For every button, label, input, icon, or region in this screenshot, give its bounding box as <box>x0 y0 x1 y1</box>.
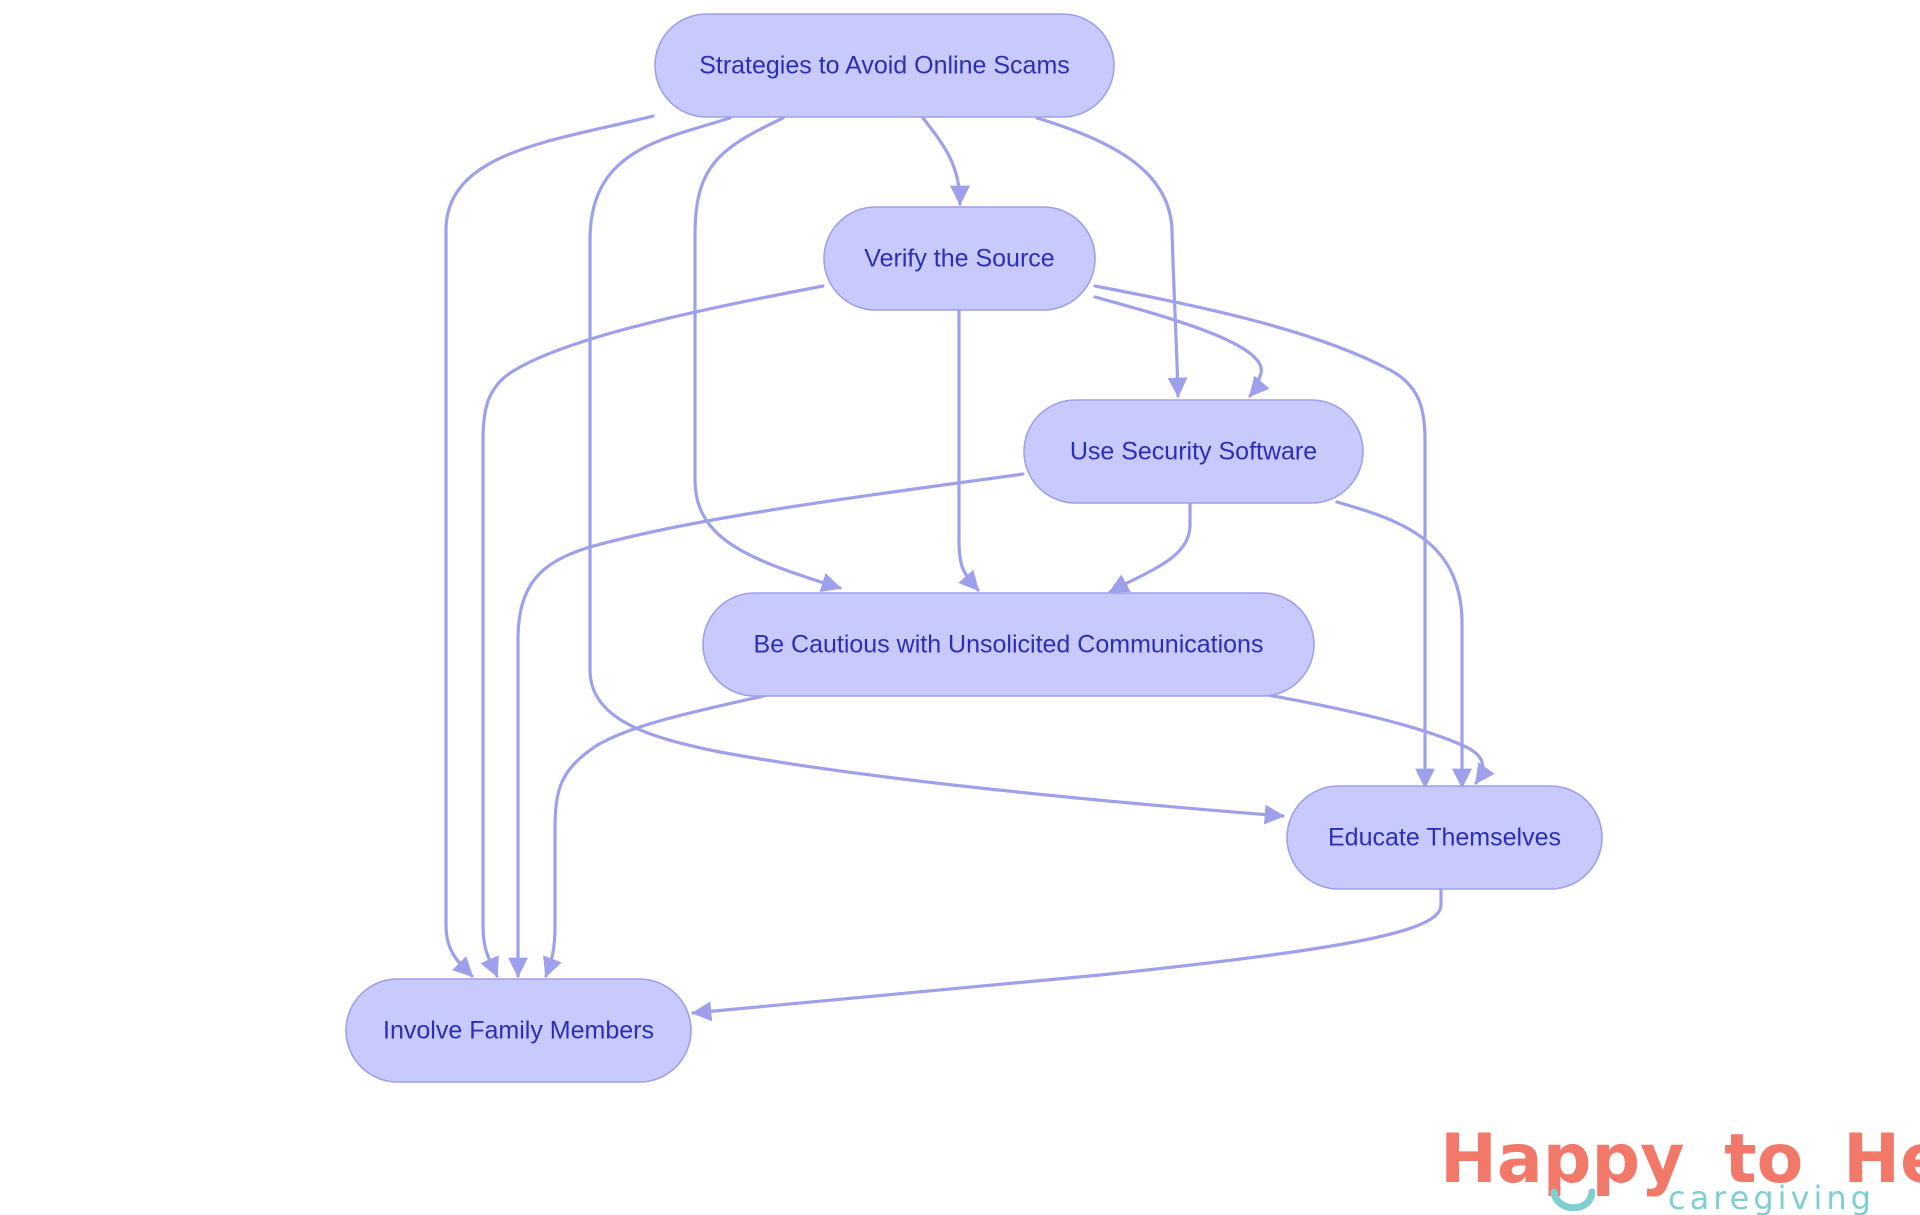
node-shape-verify <box>823 206 1096 311</box>
node-use-security-software: Use Security Software <box>1023 399 1364 504</box>
node-verify-the-source: Verify the Source <box>823 206 1096 311</box>
nodes-group: Strategies to Avoid Online Scams Verify … <box>345 13 1603 1083</box>
node-label-security: Use Security Software <box>1070 438 1317 466</box>
logo-smile-icon <box>1550 1188 1596 1212</box>
edge-educate-family <box>691 885 1443 1022</box>
node-shape-educate <box>1286 785 1603 890</box>
node-shape-root <box>654 13 1115 118</box>
node-label-educate: Educate Themselves <box>1328 824 1561 852</box>
edge-root-family <box>444 114 655 978</box>
edge-security-family <box>508 472 1025 978</box>
node-label-verify: Verify the Source <box>864 245 1054 273</box>
logo-word-help: Help <box>1843 1120 1920 1199</box>
node-label-family: Involve Family Members <box>383 1017 654 1045</box>
node-educate-themselves: Educate Themselves <box>1286 785 1603 890</box>
node-be-cautious-with-unsolicited-communications: Be Cautious with Unsolicited Communicati… <box>702 592 1315 697</box>
node-label-cautious: Be Cautious with Unsolicited Communicati… <box>754 631 1264 659</box>
node-shape-security <box>1023 399 1364 504</box>
edge-security-cautious <box>1108 500 1192 594</box>
edge-root-educate <box>588 116 1285 825</box>
node-strategies-to-avoid-online-scams: Strategies to Avoid Online Scams <box>654 13 1115 118</box>
node-shape-family <box>345 978 692 1083</box>
node-shape-cautious <box>702 592 1315 697</box>
happy-to-help-logo: Happy to Help caregiving <box>1440 1120 1920 1215</box>
edge-cautious-family <box>543 693 770 978</box>
logo-wordmark: Happy to Help <box>1440 1120 1920 1199</box>
edge-verify-cautious <box>957 308 980 592</box>
edge-cautious-educate <box>1266 693 1495 785</box>
node-involve-family-members: Involve Family Members <box>345 978 692 1083</box>
edge-verify-family <box>480 284 825 978</box>
edges-group <box>444 114 1495 1022</box>
edge-verify-security <box>1093 295 1270 398</box>
edge-verify-educate <box>1093 284 1435 789</box>
logo-word-to: to <box>1724 1120 1803 1199</box>
edge-root-security <box>1035 116 1188 398</box>
edge-security-educate <box>1335 500 1472 789</box>
node-label-root: Strategies to Avoid Online Scams <box>699 52 1070 80</box>
edge-root-cautious <box>693 116 842 593</box>
logo-word-happy: Happy <box>1440 1120 1684 1199</box>
logo-tagline: caregiving <box>1668 1179 1875 1215</box>
edge-root-verify <box>921 116 970 206</box>
